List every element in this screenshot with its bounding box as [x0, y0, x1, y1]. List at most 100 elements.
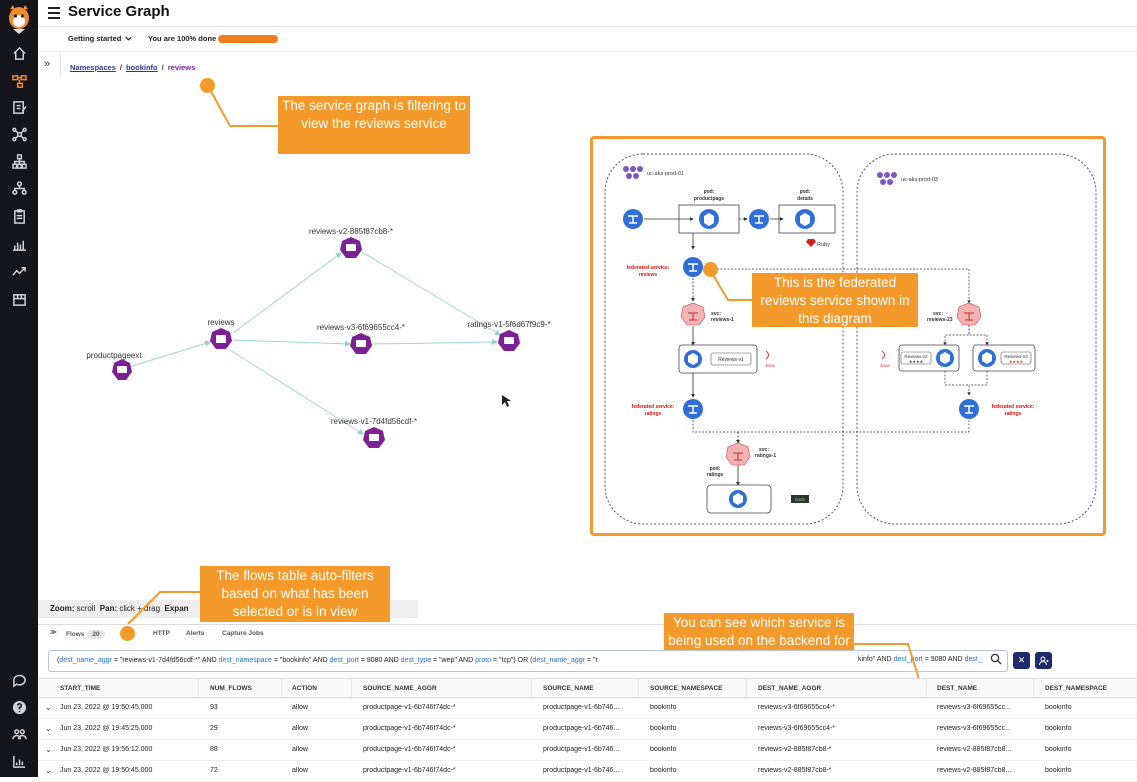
flows-query-input[interactable]: (dest_name_aggr = "reviews-v1-7d4fd56cdf… — [48, 650, 1008, 672]
edge-productpageext-reviews — [125, 340, 211, 369]
tab-flows-label: Flows — [66, 631, 85, 638]
column-header[interactable]: DEST_NAME_AGGR — [758, 685, 822, 692]
expand-row-icon[interactable]: ⌄ — [45, 766, 52, 775]
getting-started-dropdown[interactable]: Getting started — [68, 34, 132, 43]
divider — [1033, 679, 1034, 699]
column-header[interactable]: SOURCE_NAMESPACE — [650, 685, 723, 692]
column-header[interactable]: NUM_FLOWS — [210, 685, 252, 692]
flows-query-tail: kinfo" AND dest_port = 9080 AND dest_ — [856, 656, 982, 663]
label: pod: — [800, 189, 811, 195]
node-ratings[interactable]: ratings-v1-5f6d67f9c9-* — [467, 320, 551, 351]
java-icon: Java — [765, 350, 775, 368]
home-icon[interactable] — [7, 42, 31, 64]
expand-row-icon[interactable]: ⌄ — [45, 703, 52, 712]
callout-connector — [207, 85, 286, 127]
users-icon[interactable] — [7, 723, 31, 745]
help-icon[interactable] — [7, 696, 31, 718]
table-cell: 72 — [210, 767, 218, 774]
collapse-panel-icon[interactable]: ≫ — [50, 629, 57, 636]
mouse-cursor-icon — [502, 395, 511, 407]
activity-icon[interactable] — [7, 260, 31, 282]
node-reviews-v2[interactable]: reviews-v2-885f87cb8-* — [309, 227, 393, 258]
table-cell: productpage-v1-6b746... — [543, 725, 620, 732]
q: = "bookinfo" AND — [271, 657, 330, 664]
q: = "reviews-v1-7d4fd56cdf-*" AND — [111, 657, 219, 664]
table-header: START_TIME NUM_FLOWS ACTION SOURCE_NAME_… — [38, 678, 1137, 699]
compliance-icon[interactable] — [7, 205, 31, 227]
label: Ruby — [817, 242, 830, 248]
divider — [281, 679, 282, 699]
endpoints-icon[interactable] — [7, 177, 31, 199]
user-filter-icon — [1038, 656, 1048, 665]
table-cell: productpage-v1-6b746f74dc-* — [363, 704, 456, 711]
network-icon[interactable] — [7, 150, 31, 172]
ratings-pod-icon — [729, 490, 747, 508]
table-cell: reviews-v3-6f69655cc... — [937, 725, 1011, 732]
q: dest_port — [329, 657, 359, 664]
table-cell: productpage-v1-6b746f74dc-* — [363, 725, 456, 732]
divider — [531, 679, 532, 699]
service-graph-canvas[interactable]: productpageext reviews reviews-v2-885f87… — [38, 78, 598, 598]
nodes-icon[interactable] — [7, 123, 31, 145]
clear-filter-button[interactable]: ✕ — [1013, 652, 1030, 669]
expand-row-icon[interactable]: ⌄ — [45, 724, 52, 733]
column-header[interactable]: DEST_NAME — [937, 685, 978, 692]
filter-settings-button[interactable] — [1035, 652, 1052, 669]
callout-connector — [709, 269, 754, 301]
tab-alerts[interactable]: Alerts — [186, 630, 205, 637]
node-reviews-v1[interactable]: reviews-v1-7d4fd56cdf-* — [331, 417, 417, 448]
getting-started-label: Getting started — [68, 34, 122, 43]
search-icon[interactable] — [990, 653, 1002, 665]
label: reviews-1 — [711, 317, 734, 323]
manage-icon[interactable] — [7, 288, 31, 310]
tab-http[interactable]: HTTP — [153, 630, 170, 637]
column-header[interactable]: SOURCE_NAME_AGGR — [363, 685, 437, 692]
table-cell: 93 — [210, 704, 218, 711]
tigera-logo-icon — [9, 5, 29, 34]
service-graph-icon[interactable] — [7, 70, 31, 92]
nodejs-icon: node — [791, 495, 809, 503]
node-productpageext[interactable]: productpageext — [86, 351, 142, 380]
label: pod: — [704, 189, 715, 195]
cluster-right-box — [856, 153, 1097, 525]
ingress-service-icon — [623, 209, 643, 229]
chevron-down-icon — [125, 36, 132, 41]
column-header[interactable]: ACTION — [292, 685, 317, 692]
breadcrumb-namespaces[interactable]: Namespaces — [70, 63, 116, 72]
column-header[interactable]: START_TIME — [60, 685, 101, 692]
table-cell: Jun 23, 2022 @ 19:56:12.000 — [60, 746, 153, 753]
table-cell: productpage-v1-6b746... — [543, 746, 620, 753]
hamburger-menu-icon[interactable] — [48, 7, 60, 19]
callout-graph-filter: The service graph is filtering to view t… — [278, 96, 470, 154]
table-cell: bookinfo — [1045, 725, 1072, 732]
divider — [638, 679, 639, 699]
column-header[interactable]: DEST_NAMESPACE — [1045, 685, 1108, 692]
node-reviews-service[interactable]: reviews — [207, 318, 235, 349]
label: federated service: — [992, 404, 1035, 410]
progress-text: You are 100% done — [148, 34, 217, 43]
details-pod-icon — [795, 209, 815, 229]
usage-icon[interactable] — [7, 750, 31, 772]
node-reviews-v3[interactable]: reviews-v3-6f69655cc4-* — [317, 323, 405, 354]
chat-icon[interactable] — [7, 669, 31, 691]
table-cell: Jun 23, 2022 @ 19:50:45.000 — [60, 704, 153, 711]
column-header[interactable]: SOURCE_NAME — [543, 685, 594, 692]
breadcrumb-bookinfo[interactable]: bookinfo — [125, 63, 158, 72]
reviews-v1-pod-icon — [684, 350, 702, 368]
policies-icon[interactable] — [7, 96, 31, 118]
close-icon: ✕ — [1017, 655, 1026, 665]
label: svc: — [759, 447, 769, 453]
tab-capture-jobs[interactable]: Capture Jobs — [222, 630, 264, 637]
q: dest_type — [400, 657, 432, 664]
expand-row-icon[interactable]: ⌄ — [45, 745, 52, 754]
expand-panel-icon[interactable]: » — [44, 58, 51, 70]
label: reviews — [639, 272, 658, 278]
edge-reviews-v2 — [232, 252, 342, 334]
dashboards-icon[interactable] — [7, 233, 31, 255]
